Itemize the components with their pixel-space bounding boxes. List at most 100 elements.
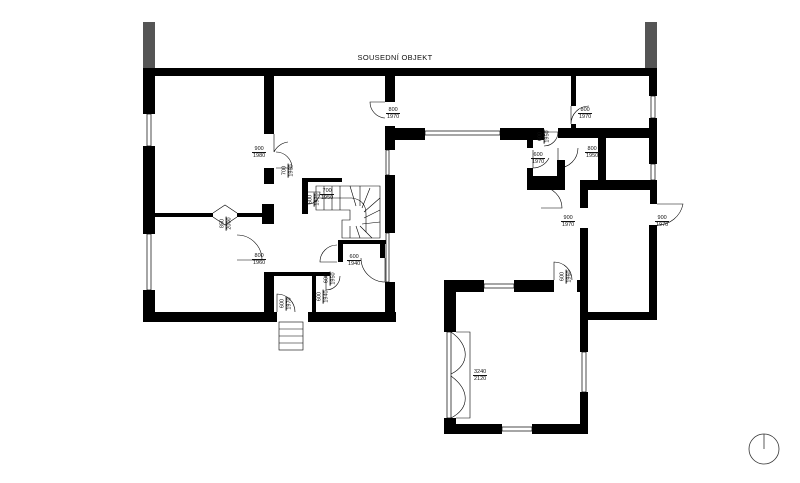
wall (598, 138, 606, 182)
staircase (315, 185, 381, 239)
wall (588, 312, 657, 320)
wall (649, 118, 657, 164)
wall (580, 392, 588, 434)
stair-tread (363, 209, 381, 219)
wall (274, 272, 330, 276)
door-swing (369, 101, 386, 119)
north-arrow (748, 433, 780, 465)
door-swing (553, 261, 573, 281)
stair-tread (355, 225, 361, 239)
window (483, 283, 515, 289)
wall (580, 280, 588, 352)
wall (380, 244, 385, 258)
wall (262, 204, 274, 224)
wall (143, 68, 657, 76)
door-swing (275, 151, 293, 169)
wall (143, 68, 155, 114)
window (581, 351, 587, 393)
wall (580, 190, 588, 208)
window (146, 113, 152, 147)
wall (338, 240, 343, 262)
wall (155, 213, 213, 217)
door-swing (325, 275, 341, 291)
wall (143, 146, 155, 234)
neighbor-walls (143, 22, 657, 74)
door-swing (532, 150, 550, 169)
window (446, 331, 452, 419)
neighbor-wall-right (645, 22, 657, 74)
wall (385, 175, 395, 233)
wall (302, 178, 342, 182)
wall (385, 126, 395, 150)
wall (557, 160, 565, 190)
wall (264, 168, 274, 184)
wall (533, 176, 561, 190)
neighbor-building-label: SOUSEDNÍ OBJEKT (357, 53, 433, 62)
wall (532, 424, 588, 434)
window (650, 95, 656, 119)
door-swing (557, 147, 579, 169)
windows (146, 95, 656, 432)
wall (444, 424, 502, 434)
wall (571, 76, 576, 106)
door-swing (319, 244, 338, 263)
entrance-steps (278, 321, 304, 351)
door-swing (273, 134, 289, 153)
wall (143, 312, 277, 322)
wall (338, 240, 388, 244)
wall (527, 168, 533, 190)
wall (312, 276, 316, 312)
wall (308, 312, 396, 322)
door-swing (543, 131, 559, 147)
window (424, 130, 501, 136)
door-swing (450, 331, 466, 419)
wall (649, 76, 657, 96)
window (385, 149, 390, 176)
wall (385, 76, 395, 102)
wall (650, 180, 657, 204)
window (146, 233, 152, 291)
wall (264, 272, 274, 312)
wall (558, 128, 656, 138)
wall (444, 280, 456, 332)
stair-tread (361, 221, 381, 225)
window (501, 426, 533, 432)
stair-tread (349, 185, 357, 207)
door-swing (307, 191, 321, 205)
stair-handrail (316, 197, 367, 232)
wall (527, 138, 533, 148)
stair-outline (315, 185, 381, 239)
door-swing (276, 293, 296, 313)
door-swing (212, 204, 238, 226)
wall (649, 225, 657, 318)
neighbor-wall-left (143, 22, 155, 74)
wall (385, 282, 395, 322)
door-swing (456, 331, 471, 419)
door-swing (360, 257, 386, 283)
wall (264, 76, 274, 134)
stair-tread (361, 187, 371, 209)
wall (237, 213, 267, 217)
door-swing (540, 186, 563, 209)
door-swing (656, 203, 684, 226)
walls (143, 68, 657, 434)
